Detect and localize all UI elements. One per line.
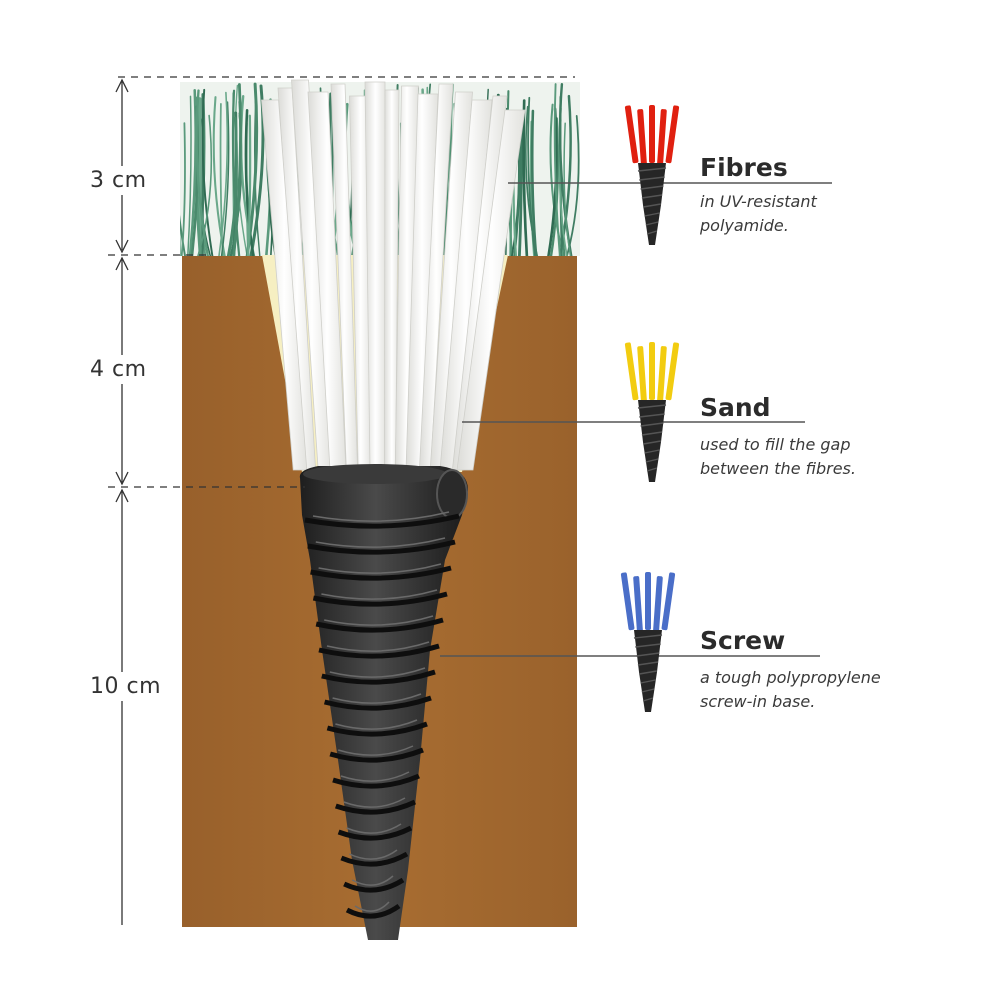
dimension-label-top: 3 cm bbox=[90, 166, 147, 195]
screw-title: Screw bbox=[700, 626, 786, 655]
grass-blade bbox=[530, 109, 538, 256]
grass-blade bbox=[180, 122, 186, 256]
sand-icon bbox=[624, 342, 680, 482]
screw-thread bbox=[323, 695, 432, 711]
grass-blade bbox=[231, 89, 241, 256]
screw-thread bbox=[307, 539, 456, 555]
grass-blade bbox=[180, 212, 181, 256]
screw-thread bbox=[318, 643, 440, 659]
dimension-lines bbox=[108, 76, 575, 925]
screw-thread bbox=[329, 747, 424, 763]
dimension-label-middle: 4 cm bbox=[90, 355, 147, 384]
screw-thread-highlight bbox=[351, 875, 394, 886]
screw-thread-highlight bbox=[321, 589, 438, 600]
grass-blade bbox=[244, 109, 255, 256]
fibres-description-line2: polyamide. bbox=[700, 216, 789, 235]
screw-thread-highlight bbox=[340, 771, 410, 782]
screw-thread-highlight bbox=[346, 823, 402, 834]
fibre-strand bbox=[456, 109, 526, 471]
screw-thread bbox=[332, 773, 420, 789]
screw-thread-highlight bbox=[332, 693, 422, 704]
fibres-title: Fibres bbox=[700, 153, 788, 182]
screw-thread-highlight bbox=[326, 641, 430, 652]
screw-description-line2: screw-in base. bbox=[700, 692, 816, 711]
screw-thread bbox=[321, 669, 436, 685]
leader-lines bbox=[440, 182, 832, 657]
grass-blade bbox=[219, 103, 224, 256]
grass-blade bbox=[558, 94, 572, 256]
screw-thread bbox=[310, 565, 452, 581]
screw-thread bbox=[340, 851, 409, 867]
screw-thread-highlight bbox=[318, 563, 442, 574]
sand-description-line2: between the fibres. bbox=[700, 459, 856, 478]
grass-blade bbox=[246, 114, 252, 256]
grass-blade bbox=[187, 95, 192, 256]
screw-thread bbox=[337, 825, 413, 841]
dimension-label-bottom: 10 cm bbox=[90, 672, 162, 701]
screw-thread-highlight bbox=[324, 615, 434, 626]
screw-thread bbox=[345, 903, 401, 919]
screw-description-line1: a tough polypropylene bbox=[700, 668, 881, 687]
screw-thread-highlight bbox=[354, 901, 390, 912]
screw-thread bbox=[334, 799, 417, 815]
fibres-description-line1: in UV-resistant bbox=[700, 192, 817, 211]
fibre-bundle bbox=[261, 79, 526, 471]
grass-blade bbox=[201, 88, 214, 256]
grass-blade bbox=[197, 114, 213, 256]
fibres-icon bbox=[624, 105, 680, 245]
screw-base bbox=[299, 464, 468, 940]
sand-description-line1: used to fill the gap bbox=[700, 435, 851, 454]
screw-thread bbox=[326, 721, 428, 737]
grass-blade bbox=[220, 101, 230, 256]
screw-thread-highlight bbox=[349, 849, 398, 860]
grass-blade bbox=[232, 83, 242, 256]
screw-thread bbox=[315, 617, 444, 633]
sand-title: Sand bbox=[700, 393, 771, 422]
screw-thread-highlight bbox=[312, 511, 450, 522]
screw-thread-highlight bbox=[335, 719, 418, 730]
grass-blade bbox=[226, 116, 238, 256]
screw-thread bbox=[312, 591, 448, 607]
grass-blade bbox=[218, 91, 229, 256]
grass-blade bbox=[563, 122, 572, 256]
grass-blade bbox=[195, 89, 210, 256]
screw-thread-highlight bbox=[329, 667, 426, 678]
grass-blade bbox=[527, 96, 536, 256]
screw-thread-highlight bbox=[315, 537, 446, 548]
screw-thread-highlight bbox=[343, 797, 406, 808]
screw-thread bbox=[343, 877, 405, 893]
grass-blade bbox=[553, 83, 561, 256]
screw-thread-highlight bbox=[337, 745, 414, 756]
screw-icon bbox=[620, 572, 676, 712]
screw-thread bbox=[304, 513, 460, 529]
